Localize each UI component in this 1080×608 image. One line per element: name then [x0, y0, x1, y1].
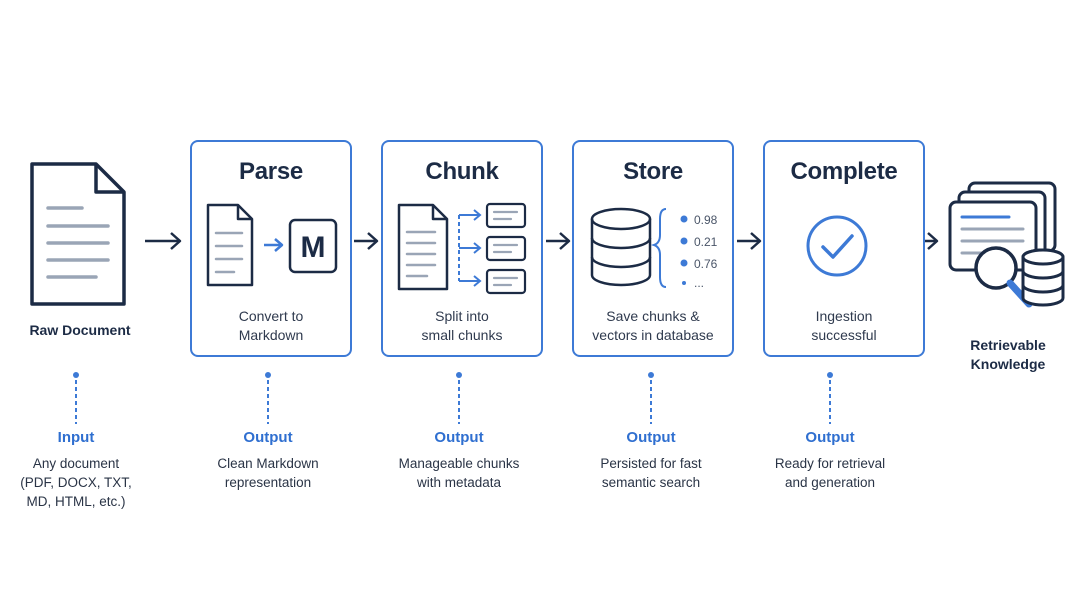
io-title: Output	[243, 429, 293, 446]
io-annotation-output: Output Manageable chunks with metadata	[369, 372, 549, 492]
io-title: Input	[57, 429, 95, 446]
vector-value: 0.21	[694, 235, 718, 249]
stage-title: Store	[623, 158, 683, 185]
stage-parse: Parse M Convert to Markdown	[190, 140, 352, 357]
stage-complete: Complete Ingestion successful	[763, 140, 925, 357]
flow-arrow-icon	[737, 232, 762, 250]
dashed-connector-icon	[456, 372, 462, 424]
flow-arrow-icon	[354, 232, 379, 250]
vector-value: ...	[694, 276, 704, 290]
database-icon: 0.98 0.21 0.76 ...	[590, 207, 718, 290]
knowledge-search-icon	[948, 181, 1065, 308]
io-annotation-input: Input Any document (PDF, DOCX, TXT, MD, …	[0, 372, 166, 511]
stage-title: Chunk	[425, 158, 499, 185]
io-description: Manageable chunks with metadata	[398, 456, 520, 490]
raw-document-label: Raw Document	[29, 322, 131, 338]
dashed-connector-icon	[648, 372, 654, 424]
check-circle-icon	[806, 215, 868, 277]
io-annotation-output: Output Persisted for fast semantic searc…	[561, 372, 741, 492]
stage-description: Convert to Markdown	[238, 308, 304, 343]
stage-description: Split into small chunks	[421, 308, 503, 343]
markdown-letter: M	[301, 231, 326, 264]
retrievable-knowledge-label: Retrievable Knowledge	[970, 337, 1046, 372]
io-description: Clean Markdown representation	[217, 456, 319, 490]
document-to-markdown-icon: M	[206, 203, 338, 287]
stage-description: Save chunks & vectors in database	[592, 308, 714, 343]
vector-value: 0.76	[694, 257, 718, 271]
stage-store: Store 0.98 0.21 0.76 ... Save chunks & v…	[572, 140, 734, 357]
dashed-connector-icon	[265, 372, 271, 424]
stage-chunk: Chunk Split into small chunks	[381, 140, 543, 357]
flow-arrow-icon	[145, 232, 182, 250]
io-description: Any document (PDF, DOCX, TXT, MD, HTML, …	[20, 456, 132, 509]
dashed-connector-icon	[827, 372, 833, 424]
document-split-icon	[397, 202, 527, 295]
io-description: Persisted for fast semantic search	[600, 456, 702, 490]
io-title: Output	[434, 429, 484, 446]
stage-title: Parse	[239, 158, 303, 185]
io-annotation-output: Output Clean Markdown representation	[178, 372, 358, 492]
document-icon	[30, 162, 126, 306]
io-title: Output	[626, 429, 676, 446]
io-description: Ready for retrieval and generation	[774, 456, 886, 490]
stage-description: Ingestion successful	[811, 308, 877, 343]
io-annotation-output: Output Ready for retrieval and generatio…	[740, 372, 920, 492]
flow-arrow-icon	[546, 232, 571, 250]
dashed-connector-icon	[73, 372, 79, 424]
vector-value: 0.98	[694, 213, 718, 227]
stage-title: Complete	[790, 158, 898, 185]
io-title: Output	[805, 429, 855, 446]
